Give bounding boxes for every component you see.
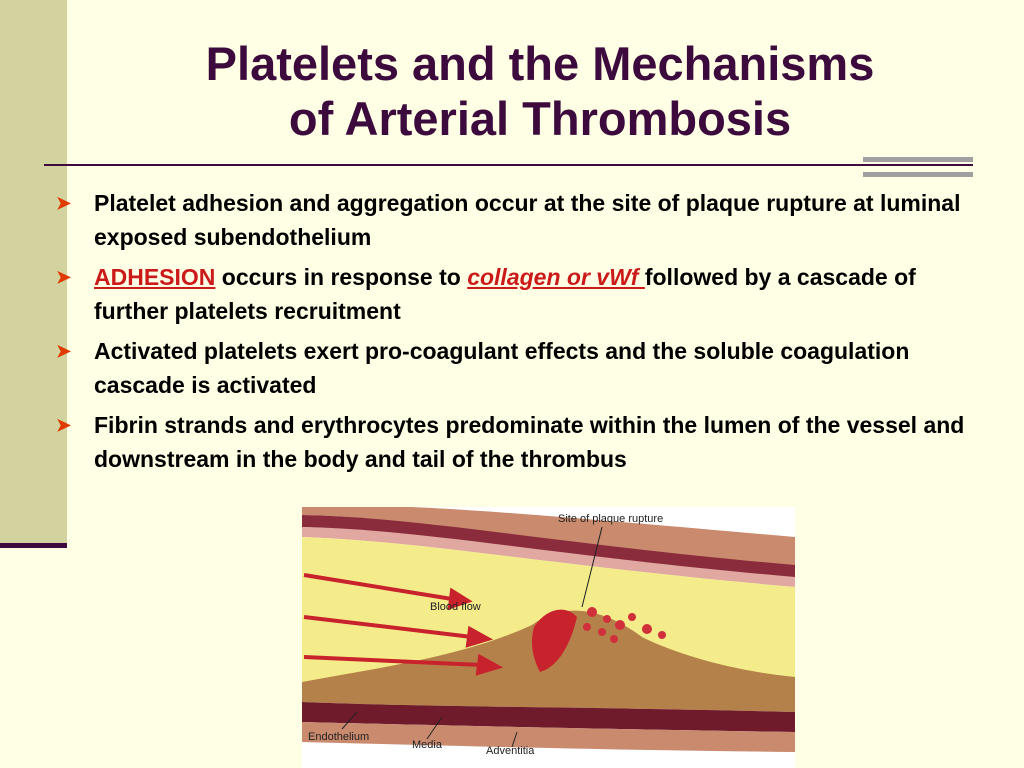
label-blood-flow: Blood flow	[430, 601, 481, 613]
bullet-arrow-icon: ➤	[56, 415, 72, 435]
title-rule	[44, 164, 973, 166]
intima-top	[302, 527, 795, 587]
title-rule-grey-top	[863, 157, 973, 162]
label-media: Media	[412, 739, 442, 751]
left-accent-bar	[0, 0, 67, 546]
thrombus	[532, 609, 577, 672]
title-line-2: of Arterial Thrombosis	[288, 92, 792, 145]
media-top	[302, 515, 795, 579]
title-rule-grey-bottom	[863, 172, 973, 177]
bullet-arrow-icon: ➤	[56, 193, 72, 213]
bullet-item: ➤ ADHESION occurs in response to collage…	[56, 260, 991, 328]
bullet-text: followed by a cascade of further platele…	[94, 264, 916, 324]
bullet-item: ➤ Fibrin strands and erythrocytes predom…	[56, 408, 991, 476]
adventitia-bottom	[302, 722, 795, 752]
bullet-arrow-icon: ➤	[56, 267, 72, 287]
bullet-arrow-icon: ➤	[56, 341, 72, 361]
bullet-item: ➤ Platelet adhesion and aggregation occu…	[56, 186, 991, 254]
left-accent-line	[0, 543, 67, 548]
label-adventitia: Adventitia	[486, 745, 535, 757]
vessel-diagram	[302, 507, 795, 752]
bullet-list: ➤ Platelet adhesion and aggregation occu…	[56, 186, 991, 482]
collagen-vwf-term: collagen or vWf	[467, 264, 645, 290]
bullet-text: Fibrin strands and erythrocytes predomin…	[94, 412, 965, 472]
adventitia-top	[302, 507, 795, 567]
title-line-1: Platelets and the Mechanisms	[205, 37, 875, 90]
label-site-of-rupture: Site of plaque rupture	[558, 513, 664, 525]
bullet-text: occurs in response to	[215, 264, 468, 290]
adhesion-term: ADHESION	[94, 264, 216, 290]
flow-arrows	[303, 573, 504, 676]
erythrocytes	[583, 607, 666, 643]
media-bottom	[302, 702, 795, 732]
label-leaders	[341, 526, 603, 748]
slide-title: Platelets and the Mechanisms of Arterial…	[80, 36, 1000, 146]
bullet-text: Activated platelets exert pro-coagulant …	[94, 338, 910, 398]
thrombosis-illustration: Site of plaque rupture Blood flow Endoth…	[302, 507, 795, 768]
bullet-item: ➤ Activated platelets exert pro-coagulan…	[56, 334, 991, 402]
bullet-text: Platelet adhesion and aggregation occur …	[94, 190, 961, 250]
label-endothelium: Endothelium	[308, 731, 370, 743]
